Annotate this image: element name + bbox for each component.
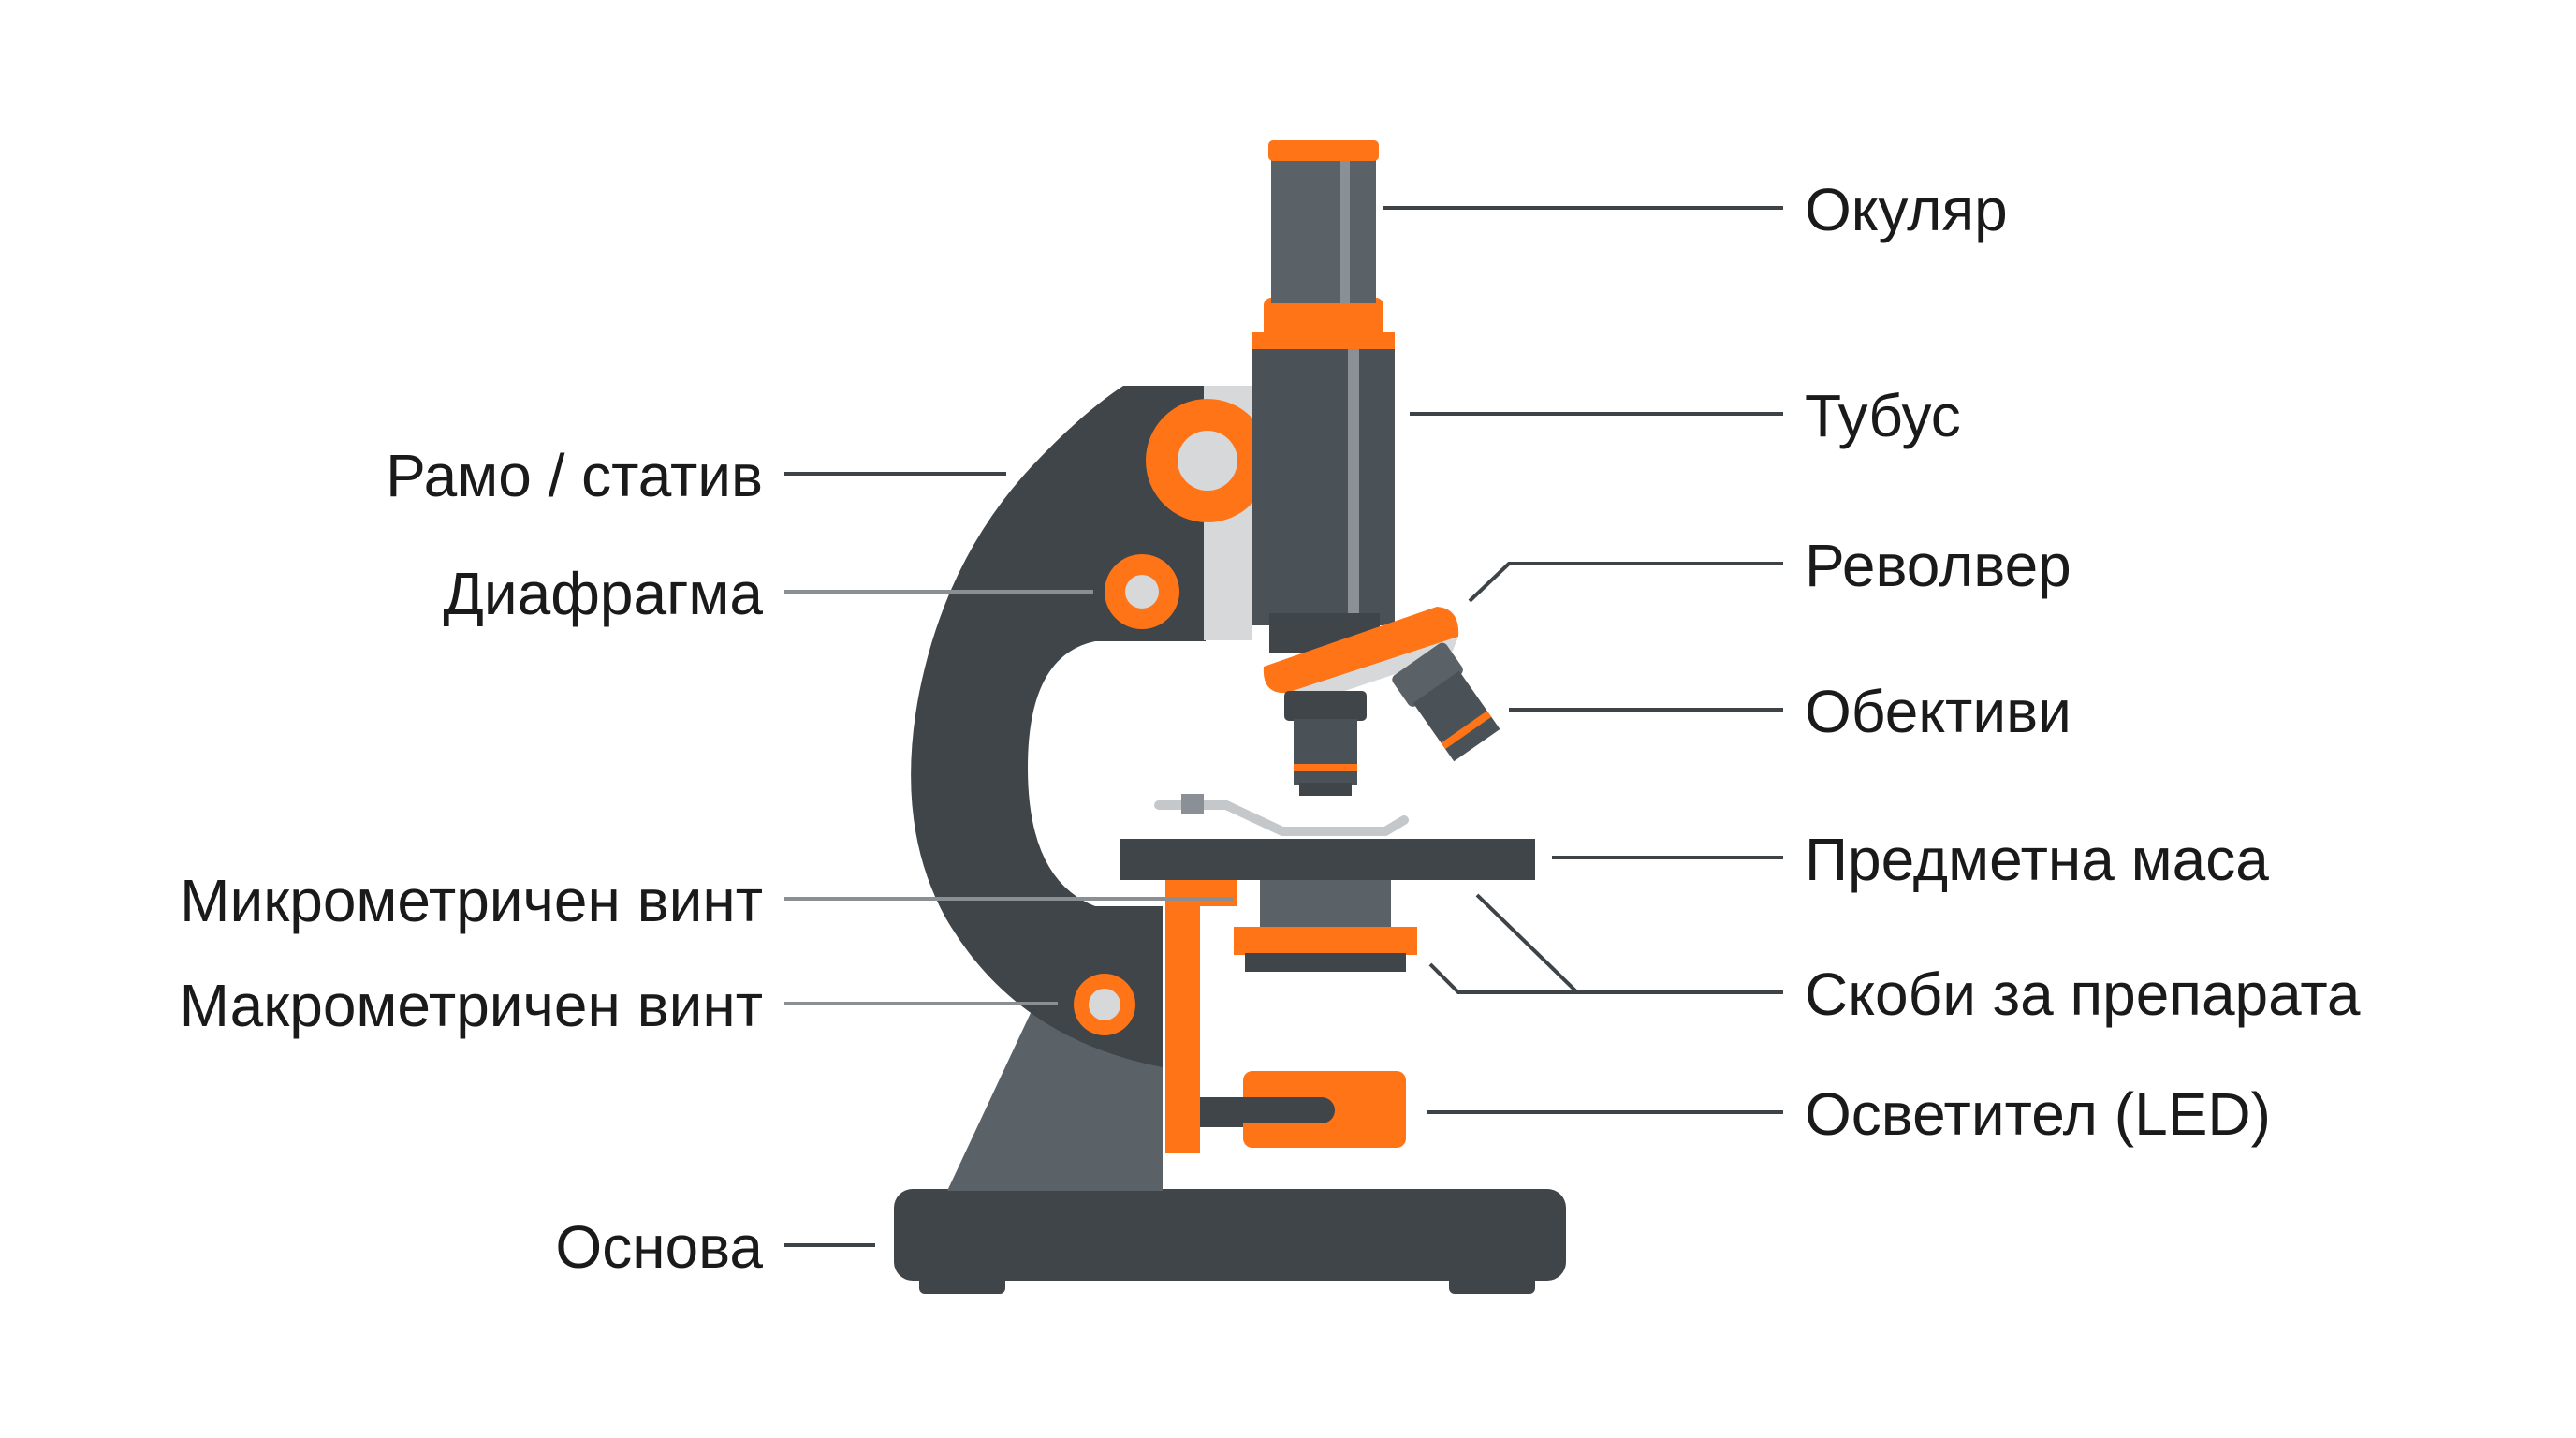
leader-lines (784, 206, 1783, 1247)
microscope-objectives (1284, 642, 1500, 796)
right-labels: Окуляр Тубус Револвер Обективи Предметна… (1805, 176, 2361, 1148)
label-tube: Тубус (1805, 382, 1961, 449)
label-illuminator: Осветител (LED) (1805, 1080, 2271, 1148)
arm-knob (1146, 399, 1269, 522)
label-coarse-focus: Макрометричен винт (180, 972, 763, 1039)
label-revolver: Револвер (1805, 532, 2071, 599)
coarse-focus-knob (1074, 974, 1135, 1035)
microscope-eyepiece (1264, 140, 1383, 339)
microscope-tube (1252, 332, 1395, 653)
label-diaphragm: Диафрагма (444, 560, 764, 627)
label-clips: Скоби за препарата (1805, 961, 2361, 1028)
leader-clips-2 (1428, 962, 1577, 994)
microscope-illuminator (1200, 1071, 1406, 1148)
microscope-stage (1120, 839, 1535, 880)
microscope-revolver (1263, 607, 1459, 704)
leader-revolver (1468, 562, 1783, 603)
label-objectives: Обективи (1805, 678, 2071, 745)
label-fine-focus: Микрометричен винт (180, 867, 763, 934)
label-eyepiece: Окуляр (1805, 176, 2008, 243)
left-labels: Рамо / статив Диафрагма Микрометричен ви… (180, 442, 764, 1281)
microscope-condenser (1234, 880, 1417, 972)
microscope-base (894, 1189, 1566, 1294)
label-stage: Предметна маса (1805, 826, 2269, 893)
microscope-illustration (894, 140, 1566, 1294)
stage-clips (1154, 794, 1409, 836)
leader-clips-1 (1475, 893, 1783, 994)
label-base: Основа (555, 1213, 763, 1281)
label-arm: Рамо / статив (386, 442, 763, 509)
fine-focus-bar (1165, 880, 1237, 1153)
diaphragm-knob (1105, 554, 1179, 629)
